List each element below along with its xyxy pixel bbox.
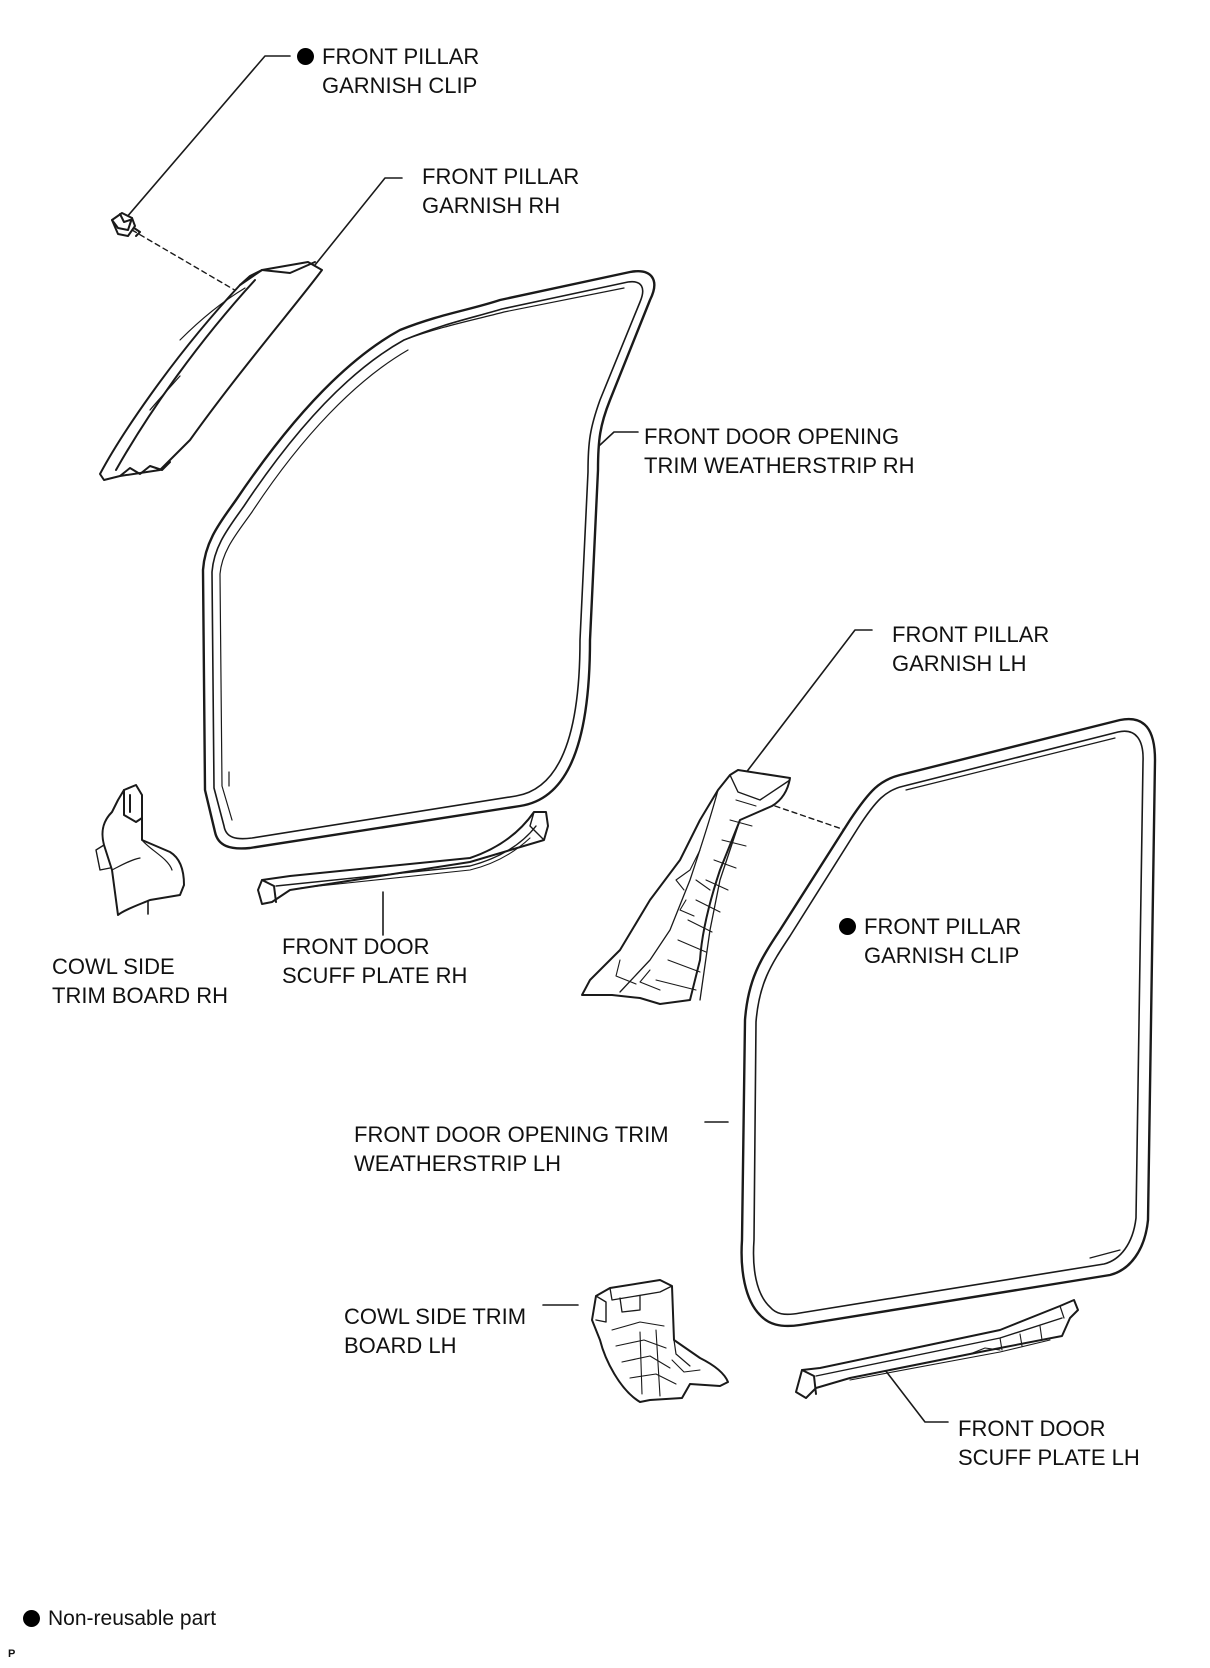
label-line-2: SCUFF PLATE LH: [958, 1445, 1140, 1470]
label-line-1: FRONT DOOR OPENING: [644, 424, 900, 449]
bullet-icon: [297, 48, 314, 65]
label-front-door-opening-trim-weatherstrip-lh: FRONT DOOR OPENING TRIM WEATHERSTRIP LH: [354, 1120, 669, 1178]
label-line-1: FRONT PILLAR: [322, 44, 480, 69]
label-front-door-scuff-plate-lh: FRONT DOOR SCUFF PLATE LH: [958, 1414, 1140, 1472]
label-line-1: FRONT PILLAR: [892, 622, 1050, 647]
front-pillar-garnish-lh-part: [582, 770, 790, 1004]
cowl-side-trim-board-lh-part: [592, 1280, 728, 1402]
corner-mark: P: [8, 1648, 16, 1660]
label-front-pillar-garnish-rh: FRONT PILLAR GARNISH RH: [422, 162, 579, 220]
label-line-1: FRONT PILLAR: [864, 914, 1022, 939]
label-line-2: BOARD LH: [344, 1333, 457, 1358]
label-front-pillar-garnish-clip-lh: FRONT PILLAR GARNISH CLIP: [839, 912, 1022, 970]
label-front-door-scuff-plate-rh: FRONT DOOR SCUFF PLATE RH: [282, 932, 467, 990]
label-line-2: SCUFF PLATE RH: [282, 963, 468, 988]
label-line-1: FRONT DOOR: [958, 1416, 1106, 1441]
front-door-scuff-plate-rh-part: [258, 812, 548, 904]
label-line-2: TRIM BOARD RH: [52, 983, 228, 1008]
front-pillar-garnish-clip-rh-part: [112, 213, 140, 236]
front-pillar-garnish-rh-part: [100, 262, 322, 480]
front-door-opening-trim-weatherstrip-lh-part: [742, 719, 1155, 1326]
bullet-icon: [23, 1610, 40, 1627]
label-line-1: COWL SIDE TRIM: [344, 1304, 527, 1329]
label-line-2: WEATHERSTRIP LH: [354, 1151, 561, 1176]
label-line-1: FRONT DOOR: [282, 934, 430, 959]
label-line-2: GARNISH RH: [422, 193, 561, 218]
label-line-1: COWL SIDE: [52, 954, 175, 979]
cowl-side-trim-board-rh-part: [96, 785, 184, 915]
label-line-2: TRIM WEATHERSTRIP RH: [644, 453, 915, 478]
label-line-2: GARNISH CLIP: [322, 73, 478, 98]
label-front-door-opening-trim-weatherstrip-rh: FRONT DOOR OPENING TRIM WEATHERSTRIP RH: [644, 422, 915, 480]
label-front-pillar-garnish-lh: FRONT PILLAR GARNISH LH: [892, 620, 1049, 678]
label-line-1: FRONT DOOR OPENING TRIM: [354, 1122, 669, 1147]
label-line-1: FRONT PILLAR: [422, 164, 580, 189]
label-cowl-side-trim-board-rh: COWL SIDE TRIM BOARD RH: [52, 952, 228, 1010]
front-door-scuff-plate-lh-part: [796, 1300, 1078, 1398]
label-front-pillar-garnish-clip-rh: FRONT PILLAR GARNISH CLIP: [297, 42, 480, 100]
bullet-icon: [839, 918, 856, 935]
label-line-2: GARNISH CLIP: [864, 943, 1020, 968]
label-line-2: GARNISH LH: [892, 651, 1027, 676]
label-cowl-side-trim-board-lh: COWL SIDE TRIM BOARD LH: [344, 1302, 526, 1360]
front-door-opening-trim-weatherstrip-rh-part: [203, 271, 654, 848]
legend: Non-reusable part: [23, 1607, 217, 1631]
legend-text: Non-reusable part: [48, 1607, 217, 1630]
